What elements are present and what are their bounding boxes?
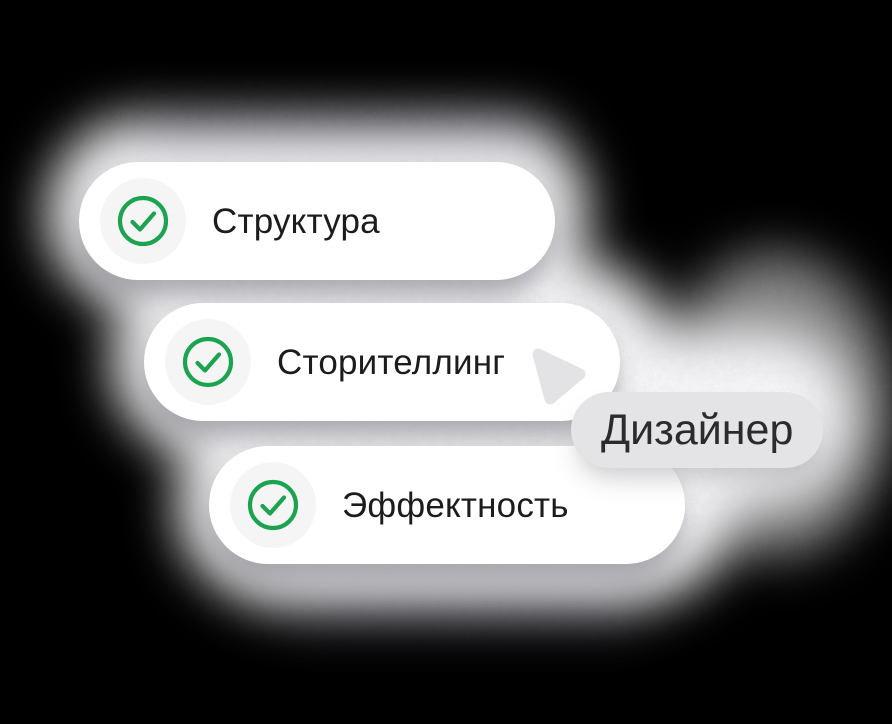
check-circle-badge bbox=[230, 462, 316, 548]
check-icon bbox=[247, 479, 299, 531]
designer-cursor-tag: Дизайнер bbox=[571, 392, 824, 468]
checklist-item-label: Структура bbox=[212, 201, 380, 241]
checklist-item-storytelling[interactable]: Сторителлинг bbox=[144, 303, 620, 421]
cursor-pointer-icon bbox=[532, 348, 586, 405]
check-circle-badge bbox=[165, 319, 251, 405]
checklist-item-label: Сторителлинг bbox=[277, 342, 506, 382]
checklist-item-structure[interactable]: Структура bbox=[79, 162, 555, 280]
check-icon bbox=[182, 336, 234, 388]
check-icon bbox=[117, 195, 169, 247]
cursor-tag-label: Дизайнер bbox=[601, 405, 794, 454]
check-circle-badge bbox=[100, 178, 186, 264]
checklist-item-label: Эффектность bbox=[342, 485, 569, 525]
